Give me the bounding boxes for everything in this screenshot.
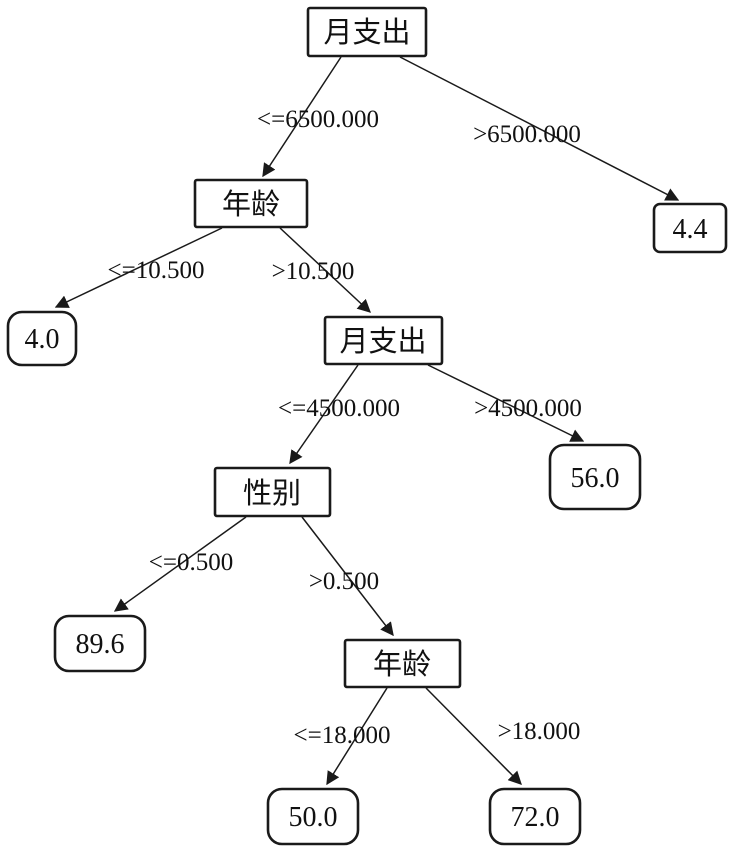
node-box	[343, 638, 462, 689]
edge-label-le-6500: <=6500.000	[257, 106, 379, 133]
edge-label-gt-0_5: >0.500	[309, 568, 379, 595]
leaf-label: 56.0	[571, 463, 620, 494]
edge-age2-to-leaf500	[326, 687, 388, 786]
edge-label-gt-4500: >4500.000	[474, 395, 582, 422]
leaf-box	[6, 310, 78, 367]
edge-label-gt-18: >18.000	[498, 718, 581, 745]
leaf-label: 72.0	[511, 802, 560, 833]
edge-age1-to-leaf40	[54, 227, 223, 308]
node-label: 性别	[243, 476, 301, 510]
edge-label-le-4500: <=4500.000	[278, 395, 400, 422]
leaf-box	[488, 787, 582, 846]
edge-label-le-18: <=18.000	[294, 722, 391, 749]
node-label: 年龄	[373, 647, 431, 681]
leaf-label: 4.4	[673, 214, 708, 245]
edge-label-le-0_5: <=0.500	[149, 549, 233, 576]
tree-leaf-50_0: 50.0	[266, 787, 360, 846]
leaf-box	[548, 443, 642, 511]
node-box	[193, 178, 309, 229]
edge-age2-to-leaf720	[425, 687, 522, 785]
edge-age1-to-spend2	[279, 227, 371, 313]
tree-leaf-4_4: 4.4	[652, 202, 728, 254]
leaf-box	[652, 202, 728, 254]
tree-node-spend2: 月支出	[323, 315, 444, 366]
edge-spend2-to-gender	[289, 364, 359, 465]
leaf-box	[53, 614, 147, 673]
leaf-label: 89.6	[76, 629, 125, 660]
edge-gender-to-leaf896	[113, 516, 247, 612]
tree-leaf-89_6: 89.6	[53, 614, 147, 673]
leaf-box	[266, 787, 360, 846]
leaf-label: 50.0	[289, 802, 338, 833]
tree-leaf-56_0: 56.0	[548, 443, 642, 511]
edge-label-gt-6500: >6500.000	[473, 121, 581, 148]
tree-node-age1: 年龄	[193, 178, 309, 229]
node-box	[323, 315, 444, 366]
node-box	[213, 466, 332, 518]
edge-root-to-age1	[262, 56, 342, 178]
node-box	[306, 6, 428, 58]
edge-label-le-10_5: <=10.500	[108, 257, 205, 284]
node-label: 月支出	[339, 324, 426, 358]
node-label: 年龄	[222, 187, 280, 221]
edge-root-to-leaf44	[399, 56, 680, 201]
node-label: 月支出	[323, 15, 410, 49]
tree-node-age2: 年龄	[343, 638, 462, 689]
tree-node-gender: 性别	[213, 466, 332, 518]
tree-leaf-72_0: 72.0	[488, 787, 582, 846]
tree-leaf-4_0: 4.0	[6, 310, 78, 367]
edge-gender-to-age2	[301, 516, 394, 637]
edge-label-gt-10_5: >10.500	[272, 258, 355, 285]
leaf-label: 4.0	[25, 324, 60, 355]
edge-spend2-to-leaf560	[427, 364, 585, 442]
tree-node-root: 月支出	[306, 6, 428, 58]
